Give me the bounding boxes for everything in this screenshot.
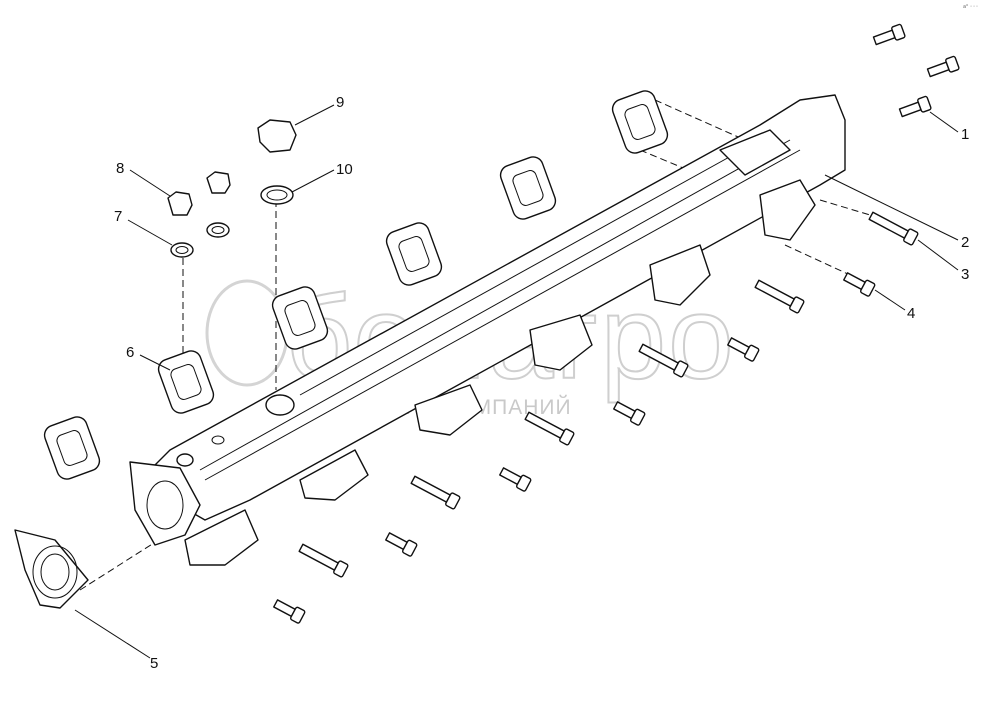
callout-3: 3 xyxy=(961,266,969,283)
callouts: 1 2 3 4 5 6 7 8 9 10 xyxy=(114,94,969,672)
callout-4: 4 xyxy=(907,305,915,322)
callout-7: 7 xyxy=(114,208,122,225)
plugs-and-seals xyxy=(167,119,297,258)
callout-2: 2 xyxy=(961,234,969,251)
port-gaskets xyxy=(43,90,669,480)
leader-lines xyxy=(74,104,959,659)
assembly-dashed-lines xyxy=(79,99,871,591)
callout-8: 8 xyxy=(116,160,124,177)
callout-1: 1 xyxy=(961,126,969,143)
intake-manifold-rail xyxy=(129,94,846,566)
corner-mark: a⁰ ◦◦◦ xyxy=(963,4,979,10)
flange-gasket xyxy=(14,529,89,609)
callout-6: 6 xyxy=(126,344,134,361)
callout-9: 9 xyxy=(336,94,344,111)
callout-10: 10 xyxy=(336,161,353,178)
callout-5: 5 xyxy=(150,655,158,672)
bolts xyxy=(273,23,960,624)
